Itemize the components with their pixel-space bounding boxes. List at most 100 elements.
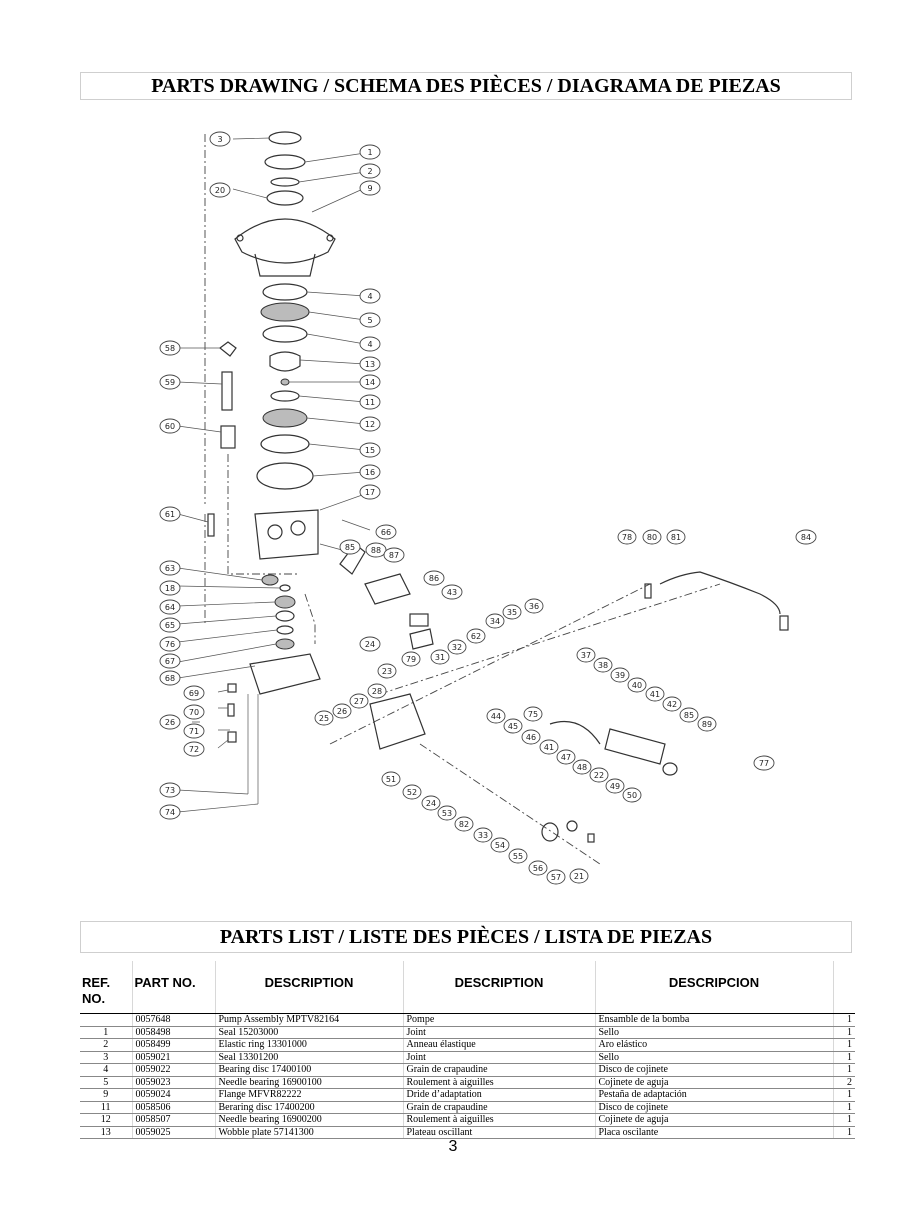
- svg-text:66: 66: [381, 528, 391, 537]
- callout-3: 3: [209, 131, 231, 147]
- cell-part: 0058507: [132, 1113, 216, 1127]
- callout-85a: 85: [339, 539, 361, 555]
- svg-text:64: 64: [165, 603, 175, 612]
- svg-text:60: 60: [165, 422, 175, 431]
- callout-35: 35: [502, 604, 522, 620]
- svg-text:4: 4: [367, 340, 372, 349]
- cell-desc-es: Pestaña de adaptación: [595, 1088, 834, 1102]
- cell-part: 0057648: [132, 1013, 216, 1027]
- svg-text:80: 80: [647, 533, 657, 542]
- callout-82: 82: [454, 816, 474, 832]
- cell-part: 0059022: [132, 1063, 216, 1077]
- callout-31: 31: [430, 649, 450, 665]
- cell-desc-fr: Anneau élastique: [403, 1038, 596, 1052]
- cell-desc-es: Ensamble de la bomba: [595, 1013, 834, 1027]
- svg-text:54: 54: [495, 841, 505, 850]
- callout-68: 68: [159, 670, 181, 686]
- svg-text:59: 59: [165, 378, 175, 387]
- callout-26b: 26: [332, 703, 352, 719]
- svg-text:25: 25: [319, 714, 329, 723]
- svg-text:5: 5: [367, 316, 372, 325]
- svg-text:45: 45: [508, 722, 518, 731]
- callout-24a: 24: [359, 636, 381, 652]
- callout-60: 60: [159, 418, 181, 434]
- callout-33: 33: [473, 827, 493, 843]
- callout-28: 28: [367, 683, 387, 699]
- svg-text:52: 52: [407, 788, 417, 797]
- svg-text:85: 85: [684, 711, 694, 720]
- callout-39: 39: [610, 667, 630, 683]
- callout-16: 16: [359, 464, 381, 480]
- callout-87: 87: [383, 547, 405, 563]
- svg-text:62: 62: [471, 632, 481, 641]
- svg-text:4: 4: [367, 292, 372, 301]
- col-description-es: DESCRIPCION: [595, 961, 834, 1014]
- callout-70: 70: [183, 704, 205, 720]
- svg-text:36: 36: [529, 602, 539, 611]
- callout-18: 18: [159, 580, 181, 596]
- svg-text:77: 77: [759, 759, 769, 768]
- svg-text:76: 76: [165, 640, 175, 649]
- svg-text:1: 1: [367, 148, 372, 157]
- callout-20: 20: [209, 182, 231, 198]
- hose-part: [644, 571, 789, 631]
- svg-text:61: 61: [165, 510, 175, 519]
- callout-38: 38: [593, 657, 613, 673]
- svg-text:13: 13: [365, 360, 375, 369]
- parts-list-table: REF. NO. PART NO. DESCRIPTION DESCRIPTIO…: [80, 961, 855, 1139]
- lower-seals-part: [261, 574, 296, 650]
- callout-36: 36: [524, 598, 544, 614]
- callout-72: 72: [183, 741, 205, 757]
- svg-text:43: 43: [447, 588, 457, 597]
- callout-21: 21: [569, 868, 589, 884]
- callout-77: 77: [753, 755, 775, 771]
- callout-4a: 4: [359, 288, 381, 304]
- pump-head-part: [207, 509, 319, 560]
- callout-88: 88: [365, 542, 387, 558]
- svg-text:53: 53: [442, 809, 452, 818]
- cell-desc-es: Sello: [595, 1026, 834, 1039]
- callout-84: 84: [795, 529, 817, 545]
- callout-42: 42: [662, 696, 682, 712]
- callout-78: 78: [617, 529, 637, 545]
- callout-43: 43: [441, 584, 463, 600]
- callout-15: 15: [359, 442, 381, 458]
- callout-74: 74: [159, 804, 181, 820]
- callout-80: 80: [642, 529, 662, 545]
- cell-desc-es: Disco de cojinete: [595, 1063, 834, 1077]
- callout-49: 49: [605, 778, 625, 794]
- callout-59: 59: [159, 374, 181, 390]
- svg-text:79: 79: [406, 655, 416, 664]
- svg-text:56: 56: [533, 864, 543, 873]
- callout-63: 63: [159, 560, 181, 576]
- callout-86: 86: [423, 570, 445, 586]
- svg-text:28: 28: [372, 687, 382, 696]
- callout-41b: 41: [645, 686, 665, 702]
- cell-qty: 1: [833, 1038, 855, 1052]
- cell-ref: 3: [80, 1051, 133, 1064]
- cell-desc-fr: Roulement à aiguilles: [403, 1113, 596, 1127]
- callout-12: 12: [359, 416, 381, 432]
- cell-desc-en: Needle bearing 16900100: [215, 1076, 404, 1089]
- callout-89: 89: [697, 716, 717, 732]
- page-number: 3: [448, 1138, 458, 1155]
- col-qty: [833, 961, 855, 1014]
- cell-desc-en: Bearing disc 17400100: [215, 1063, 404, 1077]
- cell-desc-fr: Joint: [403, 1026, 596, 1039]
- svg-text:39: 39: [615, 671, 625, 680]
- valve-parts-left: [219, 341, 237, 449]
- cell-ref: 2: [80, 1038, 133, 1052]
- callout-54: 54: [490, 837, 510, 853]
- cell-desc-en: Needle bearing 16900200: [215, 1113, 404, 1127]
- callout-17: 17: [359, 484, 381, 500]
- callout-64: 64: [159, 599, 181, 615]
- callout-5: 5: [359, 312, 381, 328]
- cell-ref: 5: [80, 1076, 133, 1089]
- svg-text:86: 86: [429, 574, 439, 583]
- cell-desc-fr: Joint: [403, 1051, 596, 1064]
- callout-14: 14: [359, 374, 381, 390]
- svg-text:40: 40: [632, 681, 642, 690]
- svg-text:23: 23: [382, 667, 392, 676]
